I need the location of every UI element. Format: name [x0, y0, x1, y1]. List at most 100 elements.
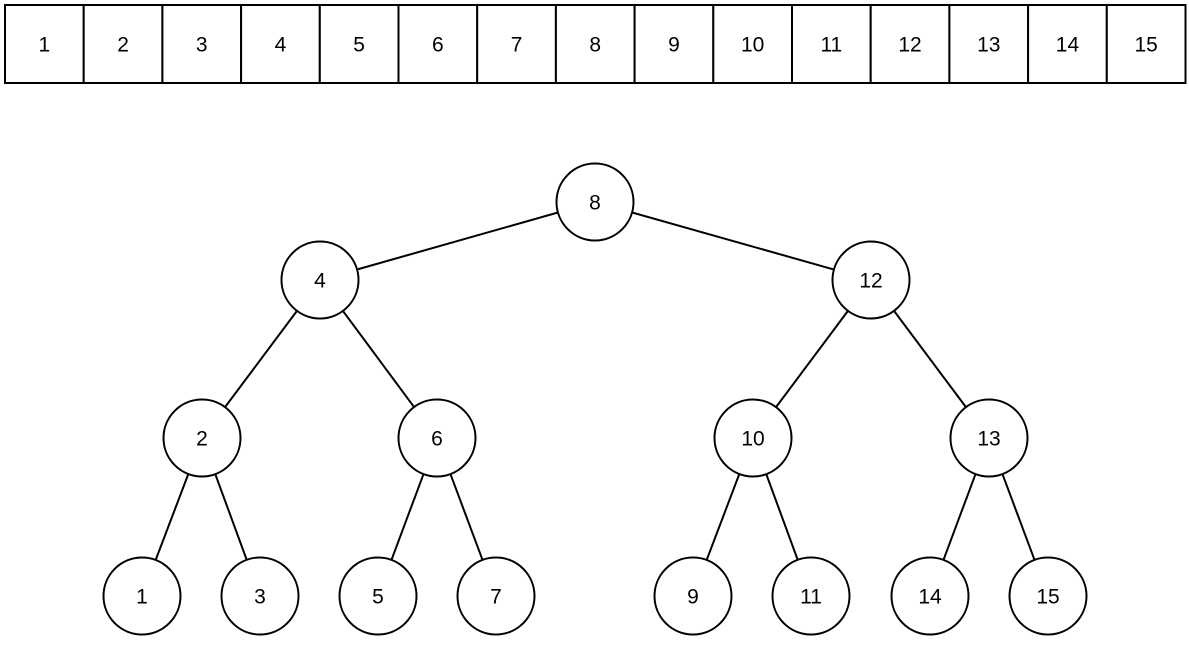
array-cell-label: 9 — [668, 34, 680, 57]
tree-node-label: 10 — [741, 428, 764, 451]
array-cell-box — [1027, 4, 1108, 84]
tree-node: 8 — [555, 162, 635, 242]
array-cell-box — [82, 4, 164, 84]
array-cell-label: 6 — [432, 34, 444, 57]
array-cell-label: 11 — [820, 34, 842, 57]
array-cell: 14 — [1027, 4, 1108, 84]
tree-node-circle — [555, 162, 635, 242]
tree-node-circle — [831, 240, 911, 320]
tree-node-label: 12 — [859, 270, 882, 293]
tree-node-circle — [280, 240, 360, 320]
array-cell-label: 1 — [39, 34, 51, 57]
array-cell: 9 — [633, 4, 715, 84]
tree-node-circle — [162, 398, 242, 478]
tree-edge — [356, 211, 559, 271]
array-cell-label: 3 — [196, 34, 208, 57]
tree-node: 9 — [653, 556, 733, 636]
array-cell: 3 — [161, 4, 243, 84]
tree-node: 6 — [397, 398, 477, 478]
tree-node-label: 7 — [490, 586, 502, 609]
tree-node-circle — [102, 556, 182, 636]
tree-node: 2 — [162, 398, 242, 478]
tree-node: 7 — [456, 556, 536, 636]
array-cell-label: 13 — [977, 34, 1000, 57]
tree-node-label: 9 — [687, 586, 699, 609]
array-cell-label: 12 — [898, 34, 921, 57]
tree-node-label: 6 — [431, 428, 443, 451]
array-cell-label: 10 — [741, 34, 764, 57]
tree-node: 15 — [1008, 556, 1088, 636]
tree-node-label: 8 — [589, 192, 601, 215]
tree-edge — [1001, 473, 1036, 561]
array-cell-label: 8 — [589, 34, 601, 57]
array-cell-label: 5 — [353, 34, 365, 57]
tree-edges — [154, 211, 1036, 561]
tree-edge — [705, 473, 741, 561]
tree-node: 13 — [949, 398, 1029, 478]
tree-edge — [390, 473, 425, 561]
tree-edge — [224, 310, 298, 408]
array-cell-box — [1105, 4, 1187, 84]
tree-node-label: 5 — [372, 586, 384, 609]
tree-node: 10 — [713, 398, 793, 478]
array-cell: 10 — [712, 4, 793, 84]
array-cell: 6 — [397, 4, 479, 84]
array-cell: 5 — [318, 4, 400, 84]
tree-node-label: 2 — [196, 428, 208, 451]
tree-node: 3 — [220, 556, 300, 636]
tree-node-circle — [456, 556, 536, 636]
tree-edge — [631, 211, 835, 271]
tree-node-label: 13 — [977, 428, 1000, 451]
array-cell-box — [318, 4, 400, 84]
tree-edge — [765, 473, 799, 561]
tree-edge — [342, 310, 415, 408]
array-cell: 13 — [948, 4, 1030, 84]
array-cell: 4 — [240, 4, 321, 84]
array-cell-box — [554, 4, 636, 84]
array-cell-box — [948, 4, 1030, 84]
tree-node-label: 1 — [136, 586, 148, 609]
tree-node-label: 4 — [314, 270, 326, 293]
tree-node-label: 15 — [1036, 586, 1059, 609]
tree-node-circle — [397, 398, 477, 478]
array-cell-box — [712, 4, 793, 84]
tree-node-circle — [713, 398, 793, 478]
array-cell: 11 — [791, 4, 872, 84]
tree-node-circle — [771, 556, 851, 636]
tree-edge — [449, 473, 484, 561]
tree-node: 4 — [280, 240, 360, 320]
array-cell-label: 2 — [117, 34, 129, 57]
tree-edge — [942, 473, 977, 561]
tree-node: 1 — [102, 556, 182, 636]
array-cell-box — [869, 4, 951, 84]
tree-node-label: 11 — [800, 586, 822, 609]
tree-node-circle — [949, 398, 1029, 478]
tree-node-circle — [220, 556, 300, 636]
tree-node: 11 — [771, 556, 851, 636]
tree-node-circle — [1008, 556, 1088, 636]
array-cell-box — [476, 4, 557, 84]
array-cell-label: 15 — [1134, 34, 1157, 57]
array-cell: 12 — [869, 4, 951, 84]
tree-edge — [214, 473, 248, 561]
array-cell: 2 — [82, 4, 164, 84]
tree-node: 14 — [890, 556, 970, 636]
tree-node-circle — [890, 556, 970, 636]
array-cell-box — [161, 4, 243, 84]
tree-node-label: 14 — [918, 586, 942, 609]
array-cell-label: 14 — [1056, 34, 1080, 57]
tree-node-circle — [338, 556, 418, 636]
array-cell: 1 — [4, 4, 85, 84]
array-cell-label: 4 — [275, 34, 287, 57]
array-cell: 7 — [476, 4, 557, 84]
tree-edge — [154, 473, 190, 561]
array-cell-label: 7 — [511, 34, 523, 57]
tree-edge — [893, 310, 967, 408]
array-cell-box — [4, 4, 85, 84]
tree-node-label: 3 — [254, 586, 266, 609]
array-cell-box — [633, 4, 715, 84]
array-cell: 8 — [554, 4, 636, 84]
